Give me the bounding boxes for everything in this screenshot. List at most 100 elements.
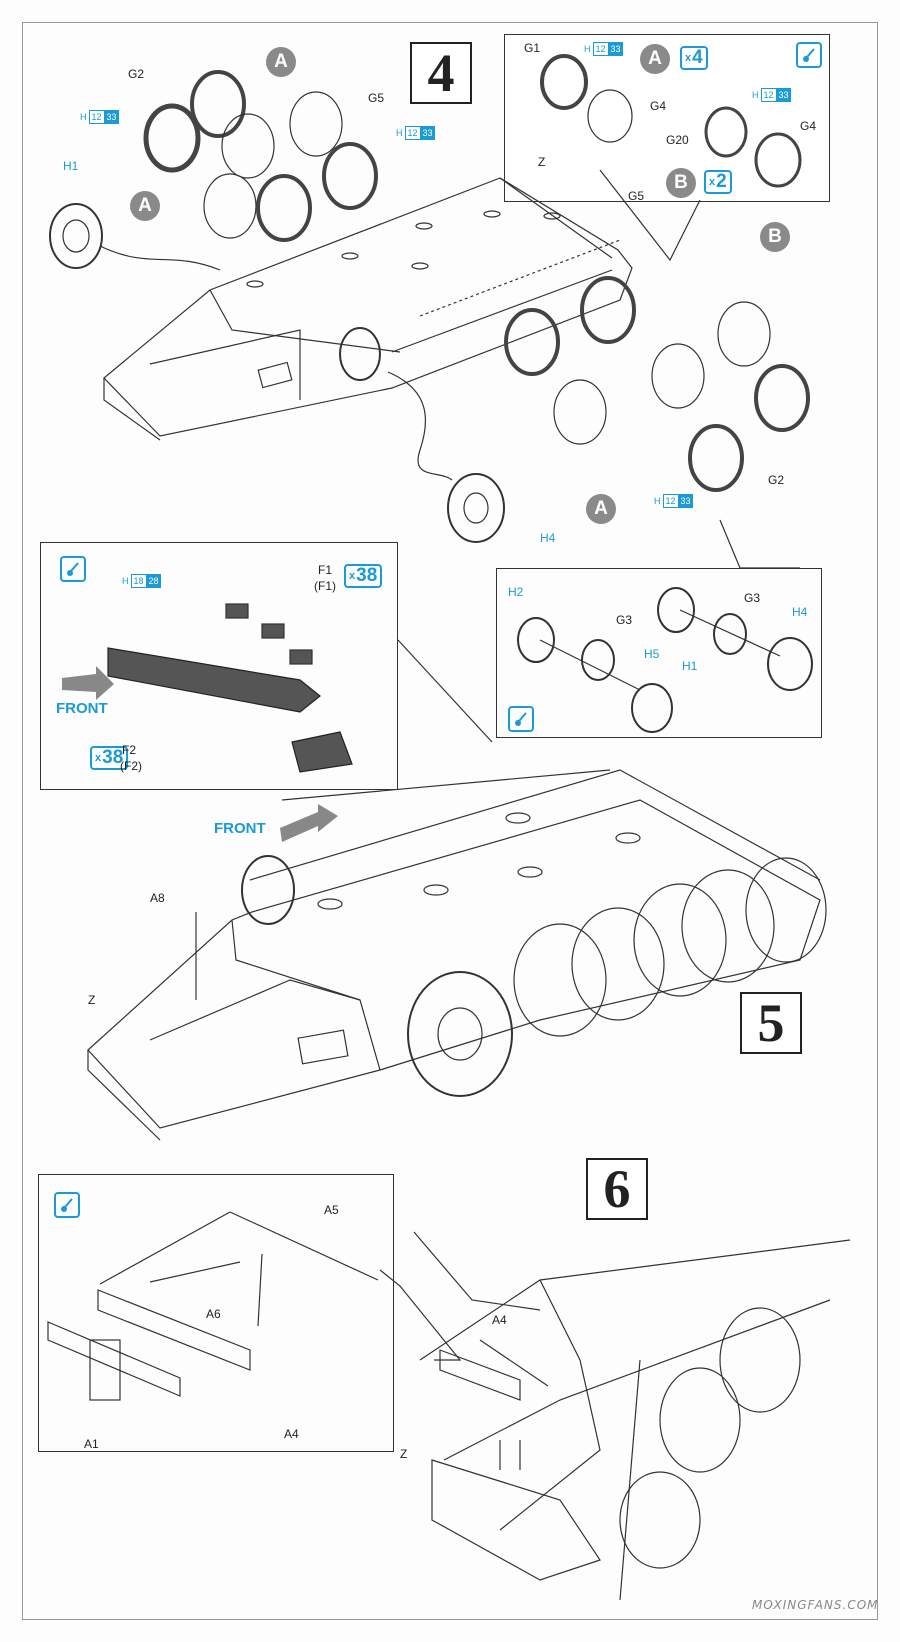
step5-idler bbox=[241, 855, 295, 925]
mult-x: x bbox=[685, 52, 692, 64]
paint-num: 33 bbox=[420, 126, 435, 140]
wheel bbox=[190, 70, 246, 138]
step5-sprocket bbox=[407, 971, 513, 1097]
mult-x: x bbox=[349, 570, 356, 582]
paint-num: 12 bbox=[662, 494, 679, 508]
part-label: H2 bbox=[508, 585, 524, 599]
paint-num: 12 bbox=[760, 88, 777, 102]
mult-x: x bbox=[709, 176, 716, 188]
wheel bbox=[754, 364, 810, 432]
step5-hull bbox=[87, 799, 821, 1129]
step4-hull bbox=[103, 177, 633, 437]
paint-prefix: H bbox=[752, 90, 759, 100]
paint-num: 33 bbox=[776, 88, 791, 102]
wheel bbox=[289, 91, 343, 157]
step5-wheel bbox=[745, 857, 827, 963]
part-label: G3 bbox=[744, 591, 761, 605]
paint-prefix: H bbox=[80, 112, 87, 122]
wheel bbox=[203, 173, 257, 239]
part-label: G2 bbox=[768, 473, 785, 487]
callout-b: B bbox=[760, 222, 790, 252]
step-5-number: 5 bbox=[740, 992, 802, 1054]
wheel bbox=[717, 301, 771, 367]
mult-value: 38 bbox=[356, 565, 378, 586]
watermark: MOXINGFANS.COM bbox=[752, 1598, 879, 1612]
paint-brush-icon bbox=[508, 706, 534, 732]
step-4-number: 4 bbox=[410, 42, 472, 104]
paint-num: 33 bbox=[104, 110, 119, 124]
paint-prefix: H bbox=[122, 576, 129, 586]
callout-a: A bbox=[266, 47, 296, 77]
paint-prefix: H bbox=[396, 128, 403, 138]
hub bbox=[339, 327, 381, 381]
wheel bbox=[688, 424, 744, 492]
paint-brush-icon bbox=[796, 42, 822, 68]
paint-num: 12 bbox=[404, 126, 421, 140]
paint-num: 28 bbox=[146, 574, 161, 588]
callout-a: A bbox=[640, 44, 670, 74]
part-label: G3 bbox=[616, 613, 633, 627]
part-label: A6 bbox=[206, 1307, 221, 1321]
part-label: (F2) bbox=[120, 759, 142, 773]
part-label: Z bbox=[400, 1447, 408, 1461]
part-label: H4 bbox=[792, 605, 808, 619]
part-label: G5 bbox=[368, 91, 385, 105]
part-label: G5 bbox=[628, 189, 645, 203]
wheel bbox=[256, 174, 312, 242]
part-label: A4 bbox=[492, 1313, 507, 1327]
part-label: G4 bbox=[800, 119, 817, 133]
wheel bbox=[580, 276, 636, 344]
callout-a: A bbox=[130, 191, 160, 221]
wheel bbox=[651, 343, 705, 409]
mult-value: 4 bbox=[692, 47, 703, 68]
part-label: H1 bbox=[63, 159, 79, 173]
wheel bbox=[221, 113, 275, 179]
mult-x: x bbox=[95, 752, 102, 764]
part-label: F1 bbox=[318, 563, 333, 577]
front-label: FRONT bbox=[56, 700, 108, 717]
paint-num: 12 bbox=[88, 110, 105, 124]
part-label: F2 bbox=[122, 743, 137, 757]
suspension-inset bbox=[38, 1174, 394, 1452]
mult-value: 2 bbox=[716, 171, 727, 192]
wheel bbox=[553, 379, 607, 445]
part-label: A8 bbox=[150, 891, 165, 905]
part-label: Z bbox=[88, 993, 96, 1007]
callout-b: B bbox=[666, 168, 696, 198]
step5-wheel bbox=[633, 883, 727, 997]
part-label: A5 bbox=[324, 1203, 339, 1217]
part-label: H4 bbox=[540, 531, 556, 545]
paint-brush-icon bbox=[60, 556, 86, 582]
sprocket-h4 bbox=[447, 473, 505, 543]
part-label: (F1) bbox=[314, 579, 336, 593]
sprocket-h1 bbox=[49, 203, 103, 269]
paint-num: 33 bbox=[678, 494, 693, 508]
callout-a: A bbox=[586, 494, 616, 524]
step5-wheel bbox=[513, 923, 607, 1037]
part-label: A1 bbox=[84, 1437, 99, 1451]
sprocket-inset bbox=[496, 568, 822, 738]
step-6-number: 6 bbox=[586, 1158, 648, 1220]
part-label: G1 bbox=[524, 41, 541, 55]
step5-wheel bbox=[681, 869, 775, 983]
paint-brush-icon bbox=[54, 1192, 80, 1218]
part-label: H5 bbox=[644, 647, 660, 661]
wheel bbox=[322, 142, 378, 210]
track-link-inset bbox=[40, 542, 398, 790]
paint-prefix: H bbox=[584, 44, 591, 54]
part-label: G20 bbox=[666, 133, 689, 147]
part-label: G4 bbox=[650, 99, 667, 113]
part-label: H1 bbox=[682, 659, 698, 673]
